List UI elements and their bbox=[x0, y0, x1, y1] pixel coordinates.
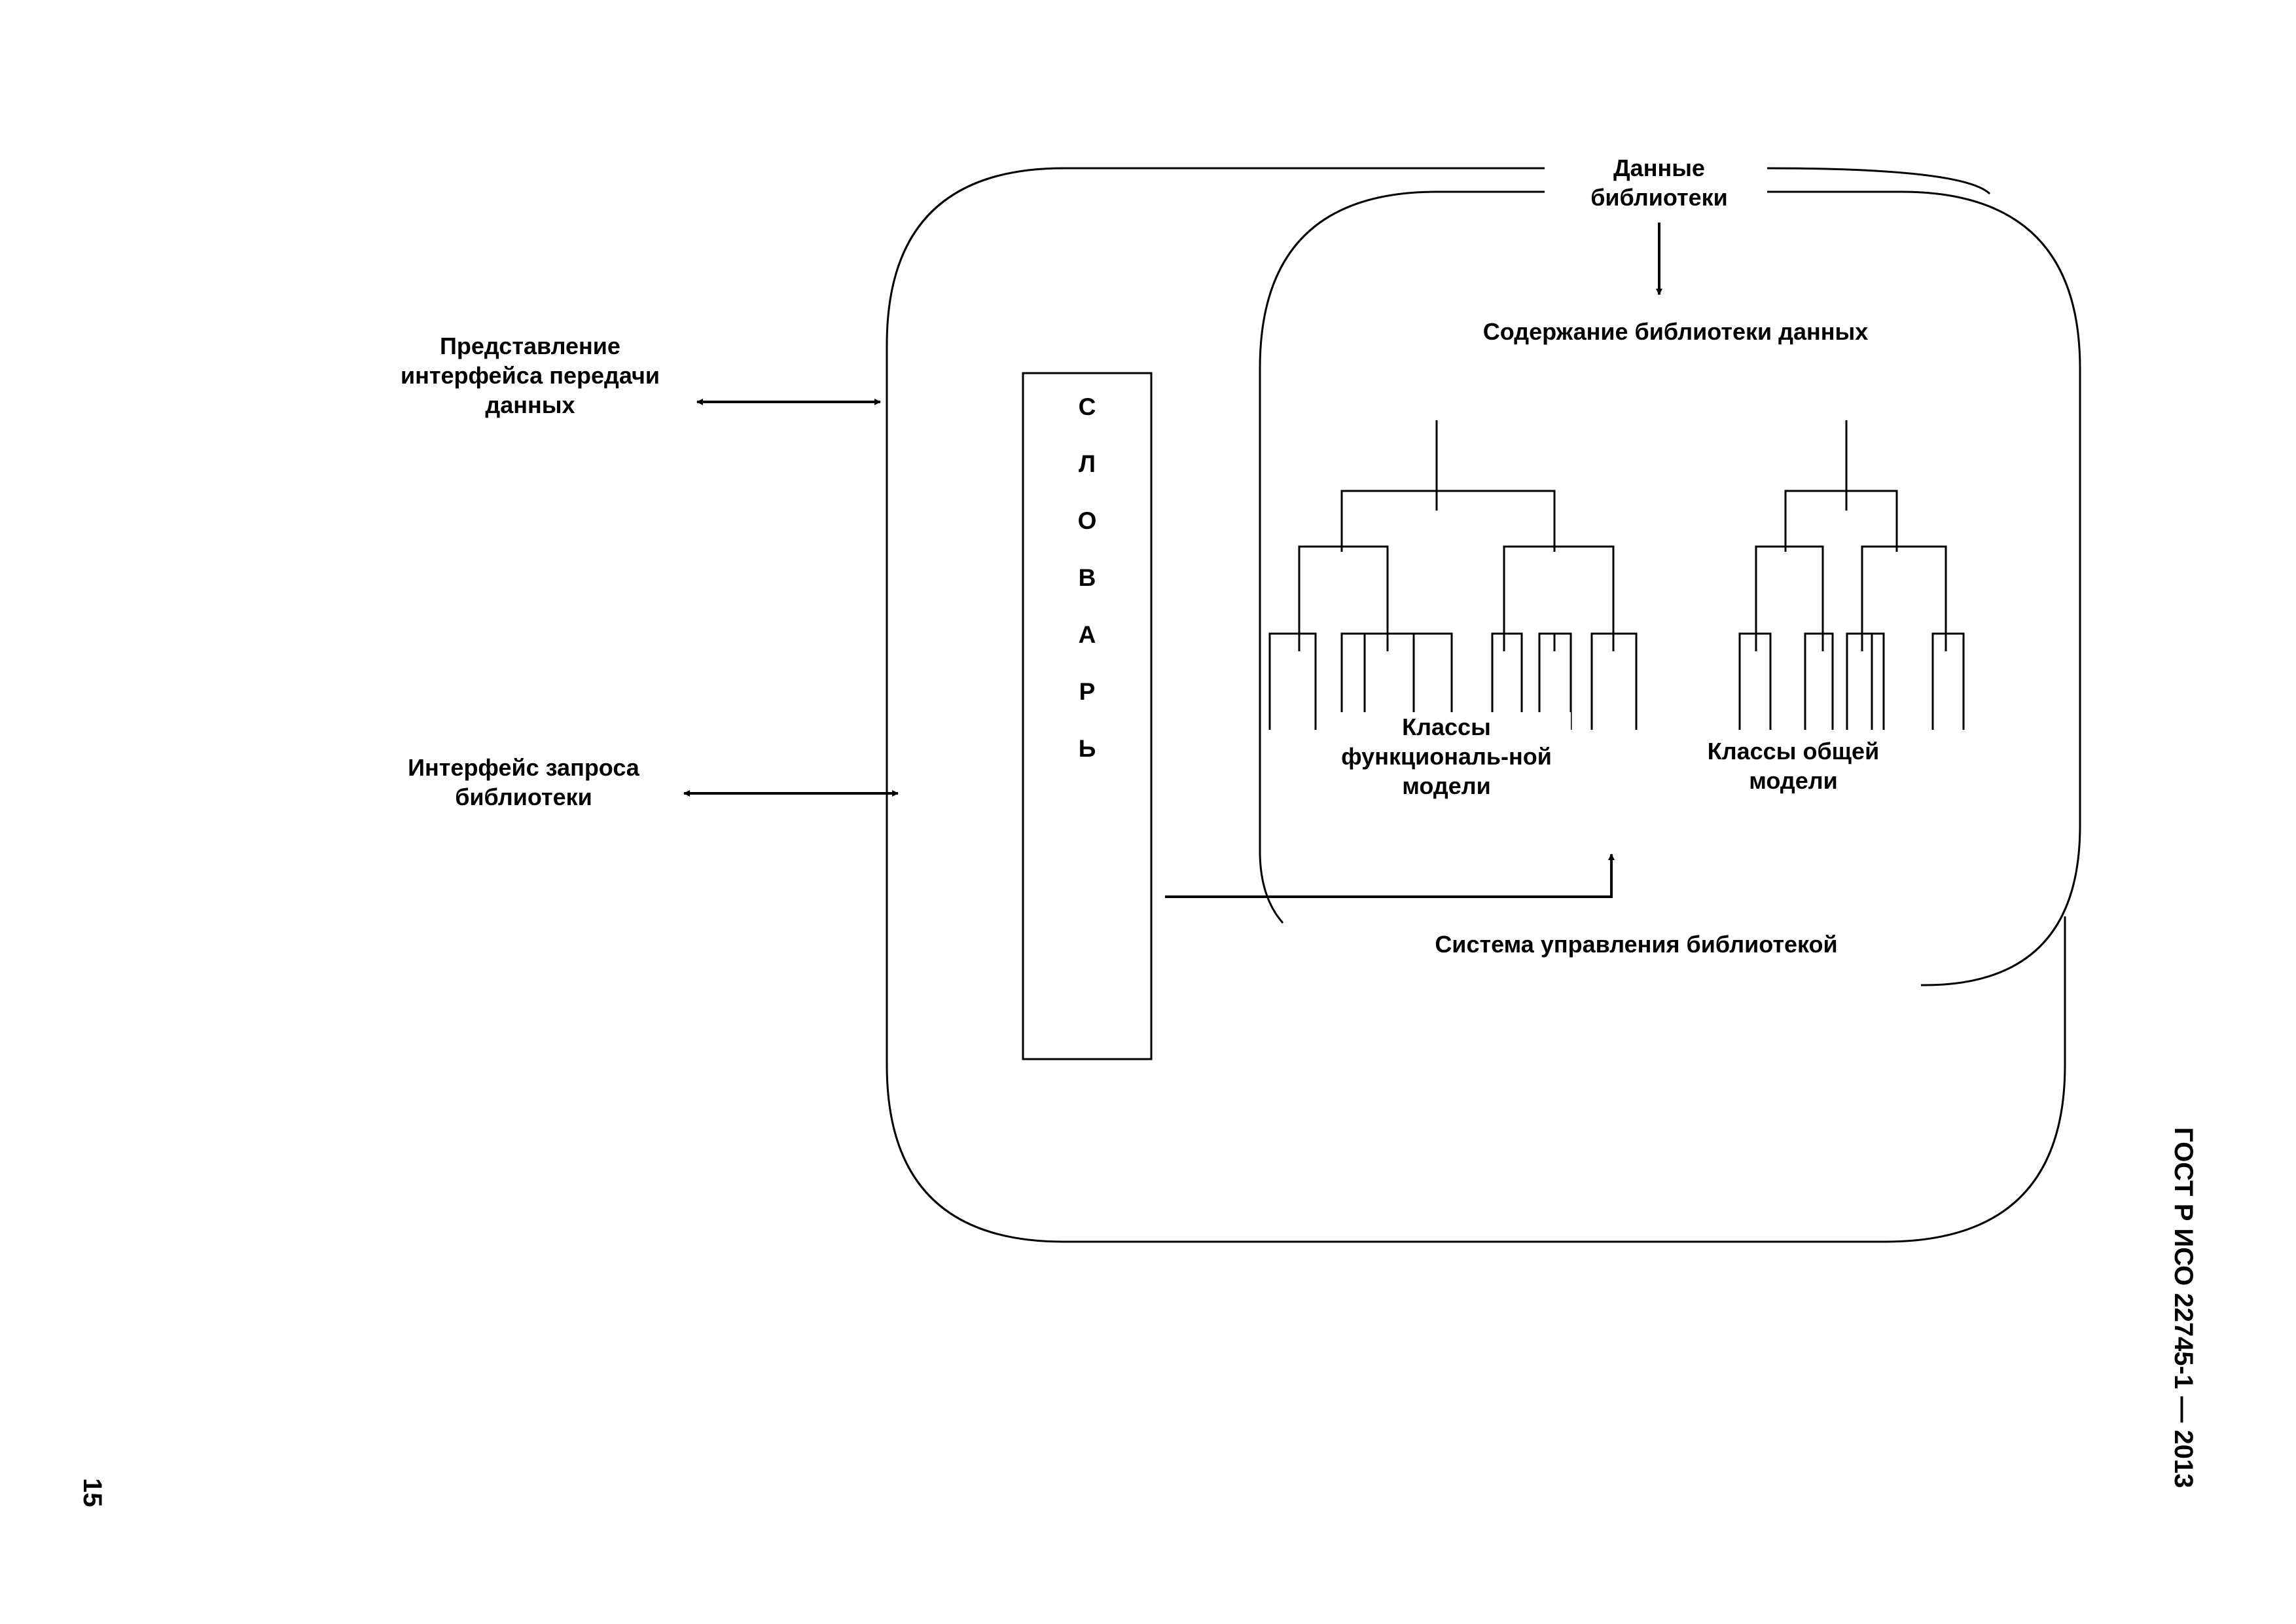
page-number: 15 bbox=[78, 1478, 107, 1507]
library-management-system-boundary bbox=[886, 167, 2066, 1243]
general-model-classes-label: Классы общей модели bbox=[1707, 738, 1880, 794]
document-title: ГОСТ Р ИСО 22745-1 — 2013 bbox=[2169, 1127, 2198, 1489]
functional-model-classes-label: Классы функциональ-ной модели bbox=[1322, 712, 1571, 801]
dictionary-to-content-arrow bbox=[1165, 854, 1615, 898]
dictionary-box bbox=[1022, 372, 1153, 1060]
exchange-interface-label: Представление интерфейса передачи данных bbox=[401, 333, 660, 418]
general-model-class-tree bbox=[1738, 420, 1965, 730]
dictionary-letter: Л bbox=[1079, 450, 1096, 477]
management-system-label: Система управления библиотекой bbox=[1435, 931, 1838, 958]
dictionary-letter: С bbox=[1078, 393, 1096, 420]
data-library-content-boundary bbox=[1259, 190, 1545, 924]
dictionary-letters: С Л О В А Р Ь bbox=[1023, 378, 1151, 777]
dictionary-letter: Ь bbox=[1078, 735, 1096, 762]
data-library-content-boundary-right bbox=[1767, 190, 2081, 986]
dictionary-letter: А bbox=[1078, 621, 1096, 648]
functional-model-class-tree bbox=[1268, 420, 1638, 730]
dictionary-letter: Р bbox=[1079, 678, 1096, 705]
library-data-label: Данные библиотеки bbox=[1590, 154, 1728, 211]
query-interface-label: Интерфейс запроса библиотеки bbox=[408, 754, 639, 810]
dictionary-letter: В bbox=[1078, 564, 1096, 591]
data-library-content-label: Содержание библиотеки данных bbox=[1482, 318, 1869, 345]
dictionary-letter: О bbox=[1077, 507, 1097, 534]
library-management-system-boundary-top-right bbox=[1767, 167, 1991, 195]
